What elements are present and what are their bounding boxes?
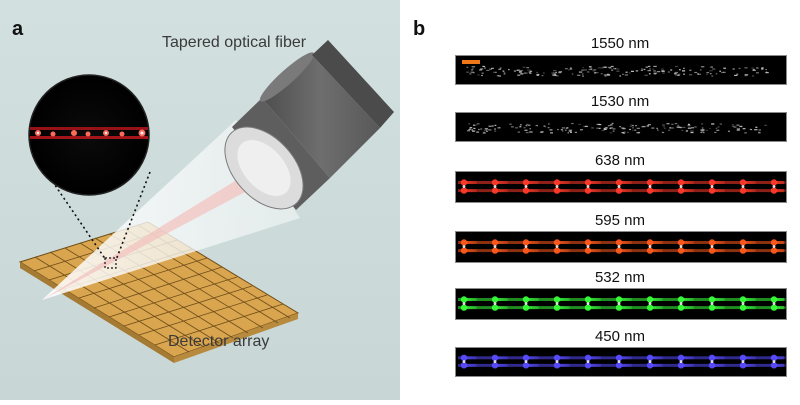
- wavelength-label: 638 nm: [594, 152, 646, 169]
- wavelength-label: 595 nm: [594, 212, 646, 229]
- spectrum-strip-450: [455, 347, 787, 377]
- panel-a-letter: a: [12, 18, 24, 40]
- spectrum-strip-638: [455, 171, 787, 203]
- wavelength-label: 1530 nm: [590, 93, 650, 110]
- wavelength-label: 1550 nm: [590, 35, 650, 52]
- detector-label: Detector array: [168, 333, 270, 350]
- spectrum-strip-1550: [455, 55, 787, 85]
- wavelength-label: 450 nm: [594, 328, 646, 345]
- spectrum-strip-595: [455, 231, 787, 263]
- spectrum-strip-532: [455, 288, 787, 320]
- fiber-label: Tapered optical fiber: [162, 34, 307, 51]
- panel-b-letter: b: [413, 18, 426, 40]
- wavelength-label: 532 nm: [594, 269, 646, 286]
- fiber: [224, 40, 394, 210]
- spectrum-strip-1530: [455, 112, 787, 142]
- zoom-inset: [28, 74, 150, 196]
